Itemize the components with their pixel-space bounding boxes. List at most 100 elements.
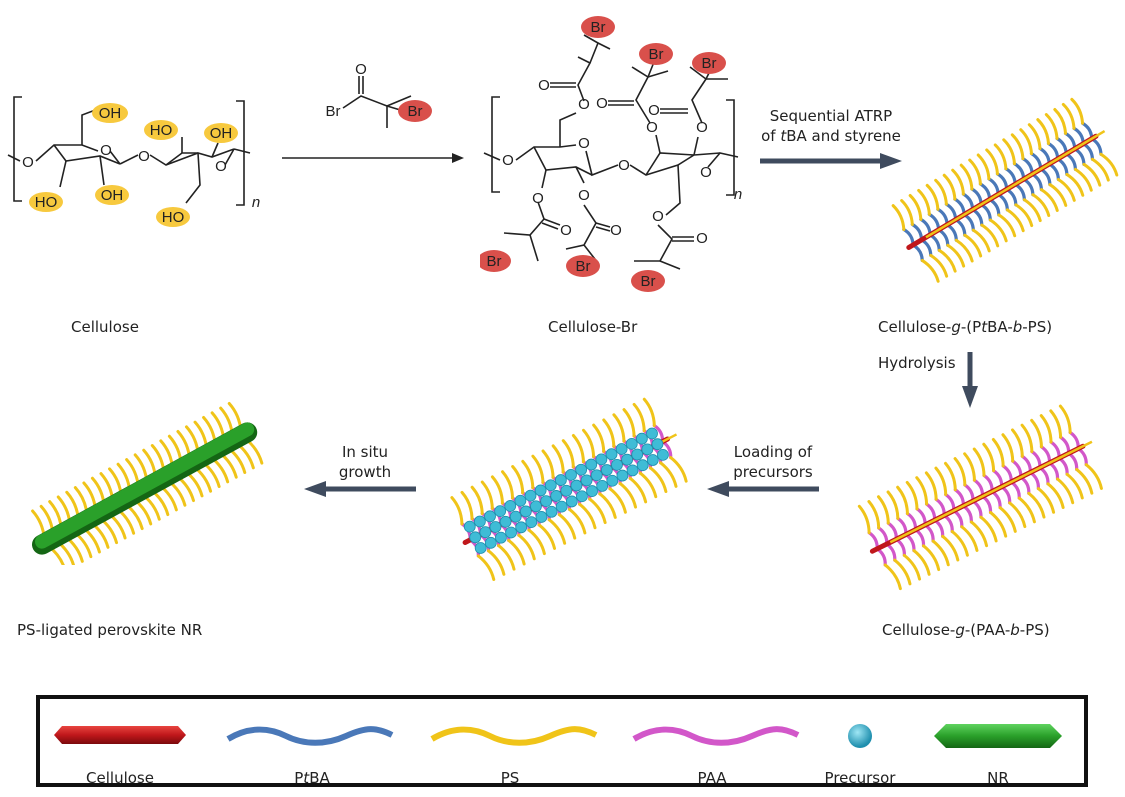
bromide-label: Br <box>408 103 423 120</box>
oh-label: OH <box>99 105 122 122</box>
inner-block-arm <box>961 504 973 524</box>
ps-arm <box>891 204 906 231</box>
precursor-sphere <box>550 490 563 502</box>
ps-arm <box>588 497 607 525</box>
step2-label: Sequential ATRP of tBA and styrene <box>761 107 901 145</box>
ps-arm <box>1001 433 1015 463</box>
ps-arm <box>1022 198 1042 223</box>
ps-arm <box>1075 467 1094 495</box>
ps-arm <box>612 413 626 443</box>
inner-block-arm <box>1081 142 1095 161</box>
inner-block-arm <box>1080 121 1094 141</box>
ps-arm <box>980 223 1000 248</box>
caption-ps-ligated-nr: PS-ligated perovskite NR <box>17 621 203 639</box>
ps-arm <box>1084 463 1103 490</box>
legend-swatch-paa <box>632 726 800 746</box>
ps-arm <box>497 544 516 571</box>
precursor-sphere <box>555 500 568 513</box>
ps-arm <box>925 183 940 211</box>
precursor-sphere <box>484 536 497 549</box>
precursor-sphere <box>641 443 654 456</box>
step4-arrow <box>707 481 819 497</box>
ps-arm <box>1011 428 1024 458</box>
legend-label-ptba: PtBA <box>294 769 330 787</box>
ps-arm <box>953 457 967 487</box>
precursor-sphere <box>606 474 619 487</box>
ps-arm <box>1030 418 1043 449</box>
ps-arm <box>883 563 902 591</box>
inner-block-arm <box>905 512 918 532</box>
ps-arm <box>551 444 565 474</box>
oxygen-label: O <box>138 148 150 165</box>
ps-arm <box>951 168 965 196</box>
legend-swatch-ptba <box>226 726 394 746</box>
inner-block-arm <box>1064 152 1078 171</box>
inner-block-arm <box>952 509 964 529</box>
bromide-label: Br <box>641 273 656 290</box>
legend-swatch-precursor <box>848 724 872 748</box>
step1-arrow <box>282 153 464 163</box>
ps-arm <box>1046 482 1065 510</box>
oxygen-label: O <box>215 158 227 175</box>
ps-arm <box>963 452 976 482</box>
ho-label: HO <box>150 122 173 139</box>
ps-arm <box>979 515 998 543</box>
oxygen-label: O <box>578 96 590 113</box>
cellulose-g-ptba-b-ps-illustration <box>891 97 1119 283</box>
oxygen-label: O <box>596 95 608 112</box>
inner-block-arm <box>979 202 992 222</box>
ps-arm <box>942 173 957 201</box>
oxygen-label: O <box>560 222 572 239</box>
caption-cellulose-br: Cellulose-Br <box>548 318 638 336</box>
legend-label-precursor: Precursor <box>824 769 896 787</box>
inner-block-arm <box>1011 459 1023 479</box>
ps-arm <box>934 466 948 497</box>
ps-arm <box>480 480 494 510</box>
hydroxyl-highlights <box>29 103 238 227</box>
precursor-sphere <box>611 458 623 471</box>
ps-arm <box>648 466 668 494</box>
inner-block-arm <box>996 192 1009 212</box>
ps-arm <box>912 549 931 576</box>
inner-block-arm <box>944 202 958 222</box>
cellulose-g-paa-b-ps-illustration <box>857 404 1103 591</box>
precursor-sphere <box>473 515 486 528</box>
precursor-sphere <box>565 495 578 508</box>
ps-arm <box>937 248 957 273</box>
step5-label: In situ growth <box>338 443 392 481</box>
ps-arm <box>954 238 974 263</box>
ps-arm <box>905 480 919 511</box>
oxygen-label: O <box>646 119 658 136</box>
ps-arm <box>917 188 931 216</box>
precursor-sphere <box>636 459 649 472</box>
oxygen-label: O <box>648 102 660 119</box>
oxygen-label: O <box>618 157 630 174</box>
inner-block-arm <box>911 243 924 263</box>
inner-block-arm <box>953 197 966 217</box>
ps-arm <box>969 520 989 548</box>
cellulose-br-structure: Br Br Br Br Br Br O O O O O O O O O O O … <box>480 16 742 292</box>
ps-arm <box>972 447 986 477</box>
inner-block-arm <box>987 177 1000 196</box>
ps-arm <box>531 454 545 484</box>
oxygen-label: O <box>532 190 544 207</box>
ps-arm <box>929 253 949 278</box>
ps-arm <box>1036 118 1051 145</box>
inner-block-arm <box>875 547 887 567</box>
ps-arm <box>985 148 999 176</box>
legend-label-cellulose: Cellulose <box>86 769 154 787</box>
ps-arm <box>902 553 922 581</box>
bromide-highlight <box>398 100 432 122</box>
legend-label-ps: PS <box>500 769 520 787</box>
precursor-sphere <box>631 448 644 461</box>
ps-arm <box>1070 97 1085 125</box>
ps-arm <box>988 218 1008 243</box>
oxygen-label: O <box>100 142 112 159</box>
inner-block-arm <box>992 469 1004 489</box>
inner-block-arm <box>928 233 941 252</box>
inner-block-arm <box>972 478 985 498</box>
inner-block-arm <box>971 499 983 519</box>
inner-block-arm <box>904 532 916 553</box>
precursor-sphere <box>489 521 502 533</box>
bromide-label: Br <box>649 46 664 63</box>
